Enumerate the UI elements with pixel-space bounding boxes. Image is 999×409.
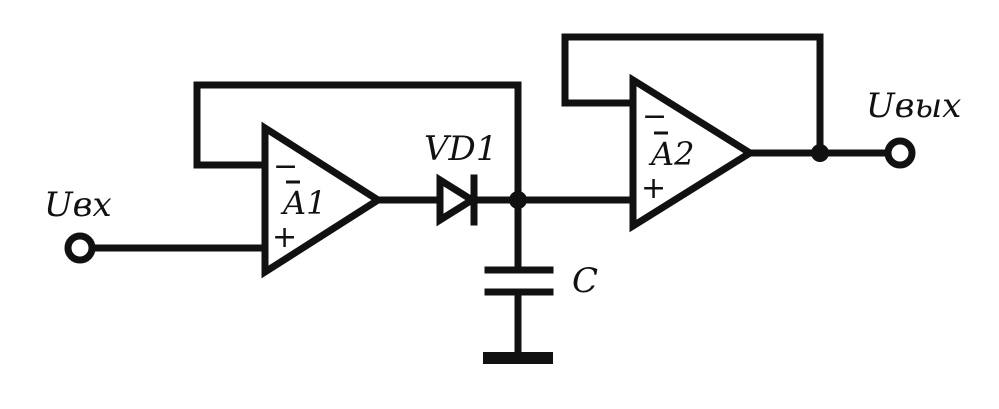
output-label: Uвых — [866, 86, 961, 126]
a2-feedback-wire — [561, 33, 824, 157]
opamp-a1 — [261, 121, 385, 279]
diode-vd1 — [436, 173, 479, 227]
opamp-a2-plus: + — [641, 171, 666, 206]
input-terminal — [64, 232, 96, 264]
diode-label: VD1 — [424, 129, 497, 169]
output-terminal — [884, 137, 916, 169]
a1-feedback-wire — [193, 81, 522, 204]
opamp-a2-label: A2 — [648, 135, 694, 173]
opamp-a2 — [629, 73, 757, 233]
junction-node-output — [811, 144, 829, 162]
opamp-a1-minus: − — [273, 149, 298, 184]
opamp-a1-plus: + — [272, 220, 297, 255]
input-label: Uвх — [44, 185, 112, 225]
capacitor-label: C — [572, 261, 598, 301]
opamp-a1-label: A1 — [280, 184, 326, 222]
opamp-a2-minus: − — [642, 99, 667, 134]
